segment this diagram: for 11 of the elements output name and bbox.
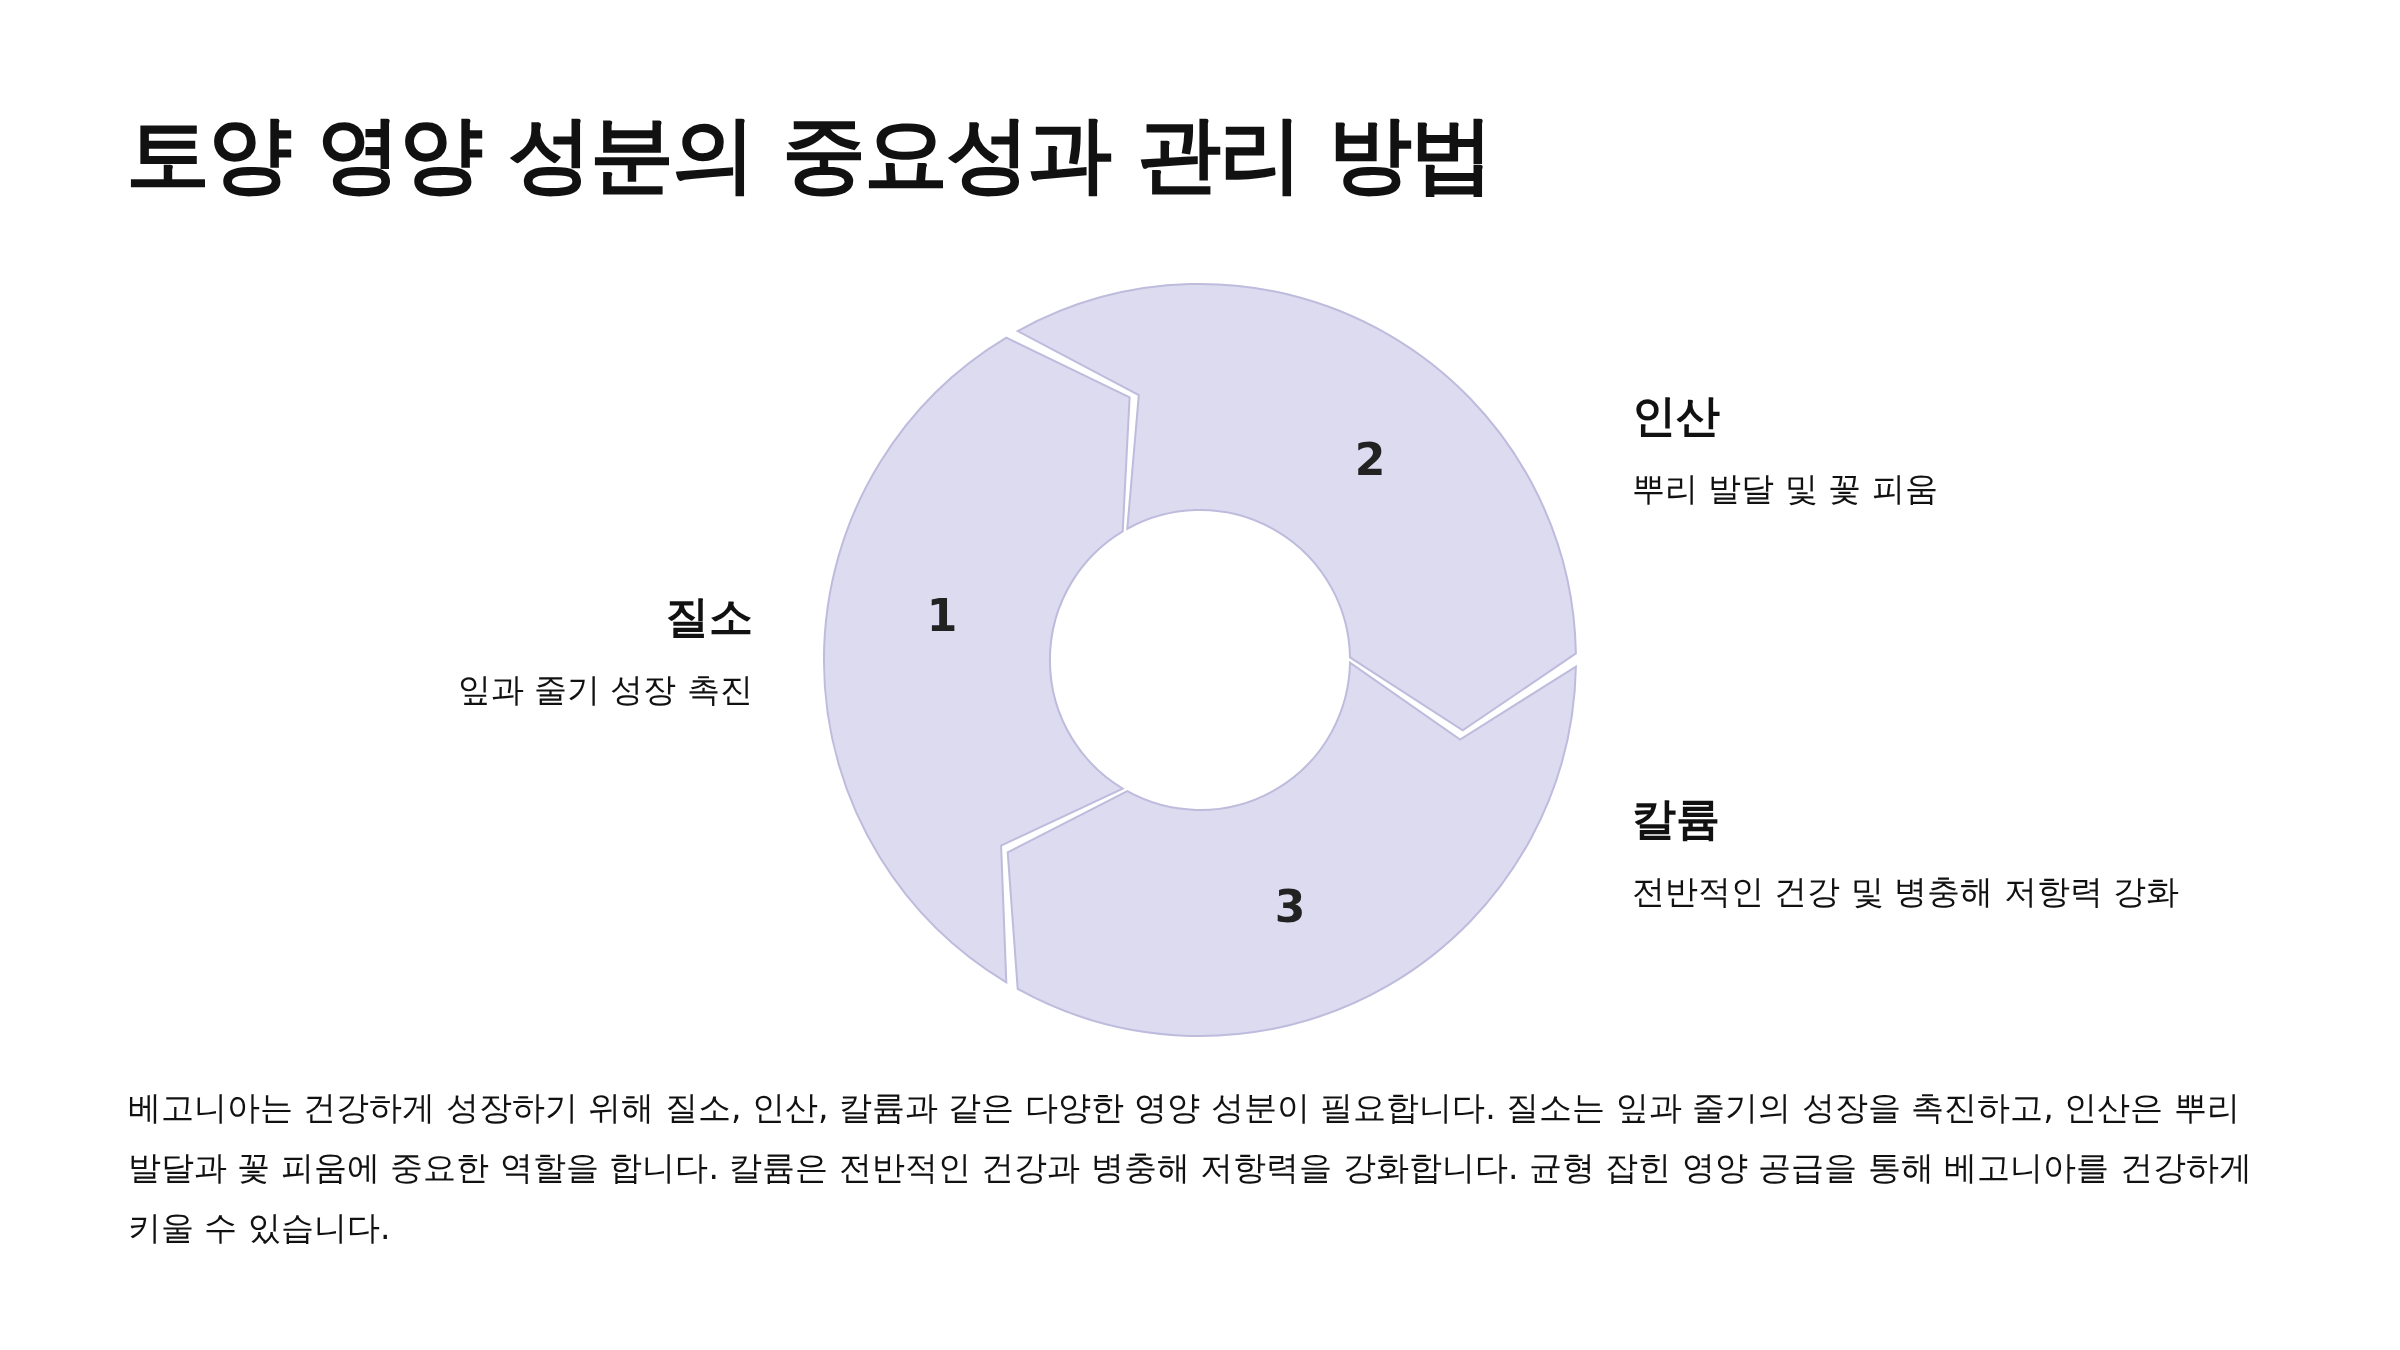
nutrient-name: 질소 <box>665 590 753 644</box>
step-number: 2 <box>1354 434 1386 485</box>
step-number: 1 <box>926 590 958 641</box>
nutrient-description: 잎과 줄기 성장 촉진 <box>457 669 753 711</box>
nutrient-description: 뿌리 발달 및 꽃 피움 <box>1632 468 1938 510</box>
step-number: 3 <box>1274 881 1306 932</box>
nutrient-name: 칼륨 <box>1632 792 1720 846</box>
title: 토양 영양 성분의 중요성과 관리 방법 <box>126 104 1493 205</box>
nutrient-description: 전반적인 건강 및 병충해 저항력 강화 <box>1632 871 2180 913</box>
nutrient-name: 인산 <box>1632 389 1720 443</box>
caption-paragraph: 베고니아는 건강하게 성장하기 위해 질소, 인산, 칼륨과 같은 다양한 영양 성분이 필요합니다. 질소는 잎과 줄기의 성장을 촉진하고, 인산은 뿌리 발달과 꽃 피움에 중요한 역할을 합니다. 칼륨은 전반적인 건강과 병충해 저항력을 강화합니다. 균형 잡힌 영양 공급을 통해 베고니아를 건강하게 키울 수 있습니다. <box>128 1087 2253 1249</box>
